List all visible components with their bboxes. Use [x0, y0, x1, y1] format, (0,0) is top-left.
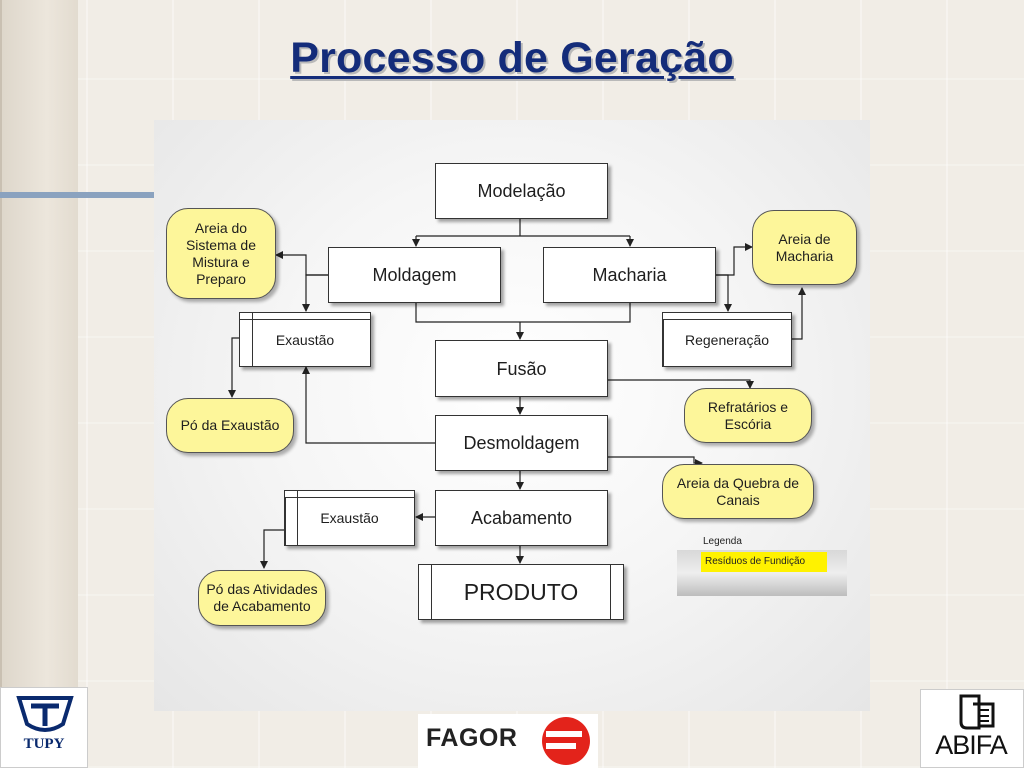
arrow-to-regeneracao [716, 274, 732, 312]
arrow-to-areia-quebra [608, 456, 703, 467]
abifa-logo: ABIFA [920, 689, 1024, 768]
slide-title: Processo de Geração [290, 34, 734, 82]
node-modelacao: Modelação [435, 163, 608, 219]
abifa-logo-text: ABIFA [935, 730, 1008, 760]
arrow-desmoldagem-to-exaustao [302, 366, 435, 444]
node-exaustao-2: Exaustão [284, 490, 415, 546]
node-produto: PRODUTO [418, 564, 624, 620]
residue-areia-macharia: Areia de Macharia [752, 210, 857, 285]
connector-merge [415, 303, 631, 323]
node-desmoldagem: Desmoldagem [435, 415, 608, 471]
node-macharia: Macharia [543, 247, 716, 303]
arrow-to-po-atividades [260, 529, 286, 569]
node-fusao: Fusão [435, 340, 608, 397]
node-moldagem: Moldagem [328, 247, 501, 303]
left-decorative-bar [0, 0, 78, 768]
arrow-to-exaustao1 [302, 274, 328, 312]
fagor-logo: FAGOR [418, 714, 598, 768]
residue-po-exaustao: Pó da Exaustão [166, 398, 294, 453]
title-rule [0, 192, 154, 198]
tupy-logo: TUPY [0, 687, 88, 768]
fagor-logo-text: FAGOR [426, 724, 518, 752]
arrow-to-areia-macharia [716, 243, 753, 276]
process-diagram: Modelação Moldagem Macharia Exaustão Reg… [154, 120, 870, 711]
residue-refratarios: Refratários e Escória [684, 388, 812, 443]
node-exaustao-1: Exaustão [239, 312, 371, 367]
node-acabamento: Acabamento [435, 490, 608, 546]
residue-po-atividades: Pó das Atividades de Acabamento [198, 570, 326, 626]
abifa-emblem-icon [959, 694, 995, 730]
tupy-emblem-icon [16, 696, 74, 732]
legend-title: Legenda [703, 536, 742, 547]
tupy-logo-text: TUPY [23, 736, 65, 752]
residue-areia-quebra: Areia da Quebra de Canais [662, 464, 814, 519]
legend-item-residuos: Resíduos de Fundição [701, 552, 827, 572]
node-regeneracao: Regeneração [662, 312, 792, 367]
arrow-regen-to-areia [790, 287, 806, 340]
fagor-emblem-icon [542, 717, 590, 765]
residue-areia-sistema: Areia do Sistema de Mistura e Preparo [166, 208, 276, 299]
arrow-to-refratarios [608, 379, 754, 389]
legend: Legenda Resíduos de Fundição [677, 532, 847, 596]
arrow-to-areia-sistema [275, 251, 328, 276]
